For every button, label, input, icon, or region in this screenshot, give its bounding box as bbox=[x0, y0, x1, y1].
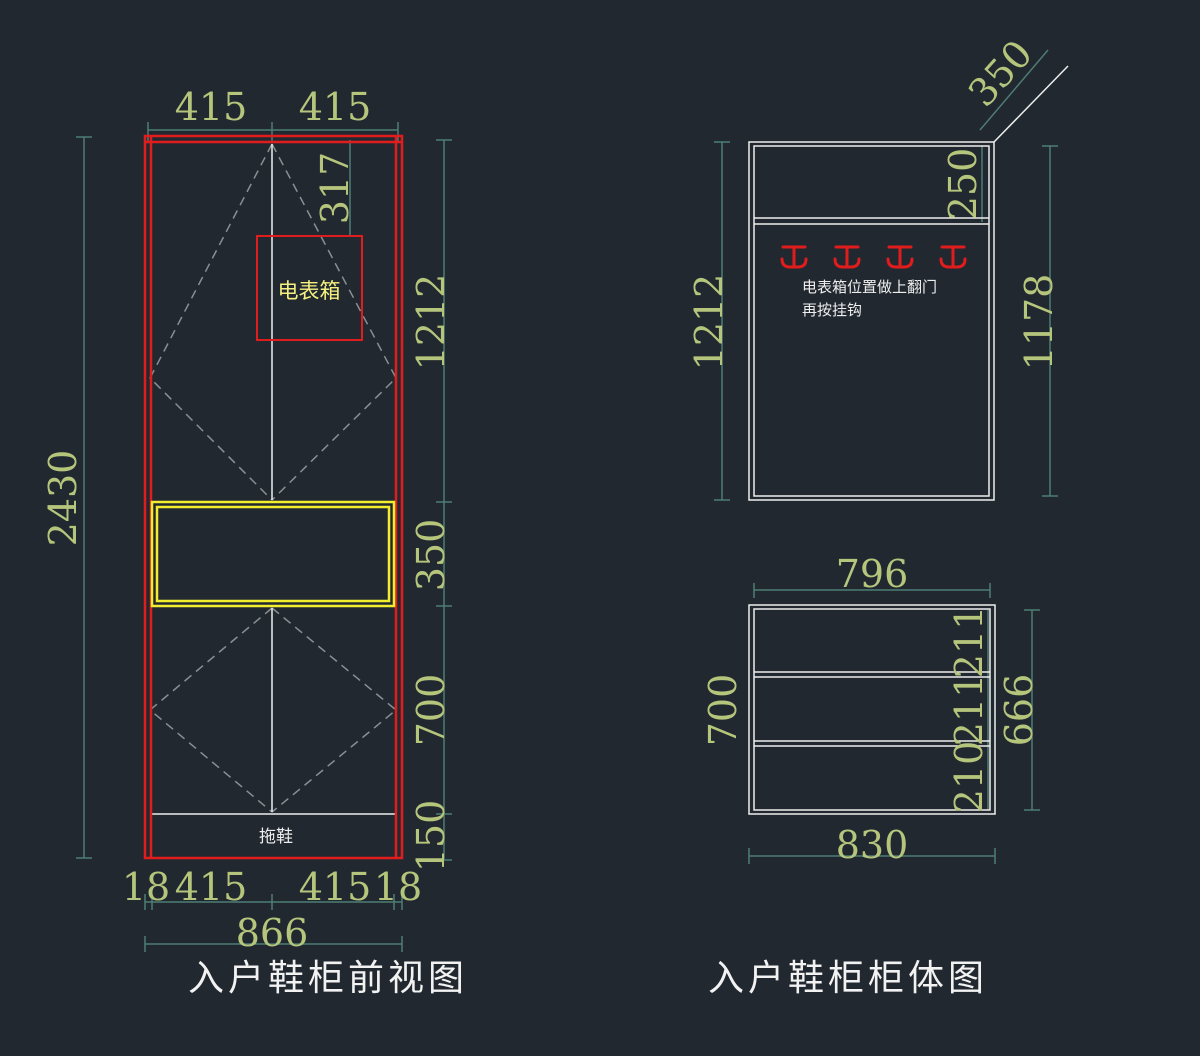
lower-cabinet-inner bbox=[753, 608, 991, 811]
front-dimension-lines bbox=[76, 122, 452, 952]
lower-right-door-swing bbox=[271, 607, 398, 813]
front-red-frame bbox=[143, 134, 404, 860]
upper-dimension-lines bbox=[714, 49, 1058, 501]
depth-dim-line bbox=[979, 49, 1049, 131]
open-niche-inner bbox=[155, 505, 391, 603]
front-top-dim-right: 415 bbox=[299, 85, 372, 129]
clothes-hooks bbox=[780, 245, 967, 269]
lower-dimension-lines bbox=[748, 583, 1040, 864]
front-right-dim-350: 350 bbox=[409, 519, 453, 592]
clothes-hook-icon bbox=[939, 245, 967, 269]
depth-projection-line bbox=[993, 65, 1069, 143]
lower-right-height: 666 bbox=[997, 674, 1041, 747]
upper-cabinet-outer bbox=[748, 141, 995, 501]
lower-cabinet bbox=[748, 604, 996, 815]
upper-note-line-2: 再按挂钩 bbox=[802, 301, 862, 319]
top-shelf-height: 250 bbox=[941, 148, 985, 221]
front-view: 电表箱 拖鞋 415 415 2430 1212 350 700 150 317… bbox=[41, 85, 468, 999]
front-dimension-texts: 415 415 2430 1212 350 700 150 317 18 415… bbox=[41, 85, 453, 955]
front-view-title: 入户鞋柜前视图 bbox=[188, 958, 468, 999]
meter-box bbox=[256, 235, 363, 341]
clothes-hook-icon bbox=[780, 245, 808, 269]
slipper-label: 拖鞋 bbox=[259, 827, 293, 847]
lower-top-width: 796 bbox=[836, 552, 909, 596]
upper-right-door-swing bbox=[271, 143, 397, 501]
lower-cabinet-outer bbox=[748, 604, 996, 815]
front-frame-outer bbox=[143, 134, 404, 860]
upper-cabinet bbox=[748, 141, 995, 501]
clothes-hook-icon bbox=[833, 245, 861, 269]
front-right-dim-700: 700 bbox=[409, 674, 453, 747]
front-bottom-dim-18-left: 18 bbox=[122, 865, 170, 909]
open-niche bbox=[150, 500, 396, 608]
shelf-dim-3: 210 bbox=[947, 741, 991, 814]
front-bottom-dim-415-left: 415 bbox=[175, 865, 248, 909]
upper-left-height: 1212 bbox=[687, 274, 731, 371]
lower-left-height: 700 bbox=[701, 674, 745, 747]
meter-box-label: 电表箱 bbox=[278, 279, 341, 303]
shelf-dim-2: 211 bbox=[947, 674, 991, 747]
upper-note-line-1: 电表箱位置做上翻门 bbox=[802, 278, 937, 296]
body-view-title: 入户鞋柜柜体图 bbox=[708, 958, 988, 999]
front-top-dim-left: 415 bbox=[175, 85, 248, 129]
front-total-width: 866 bbox=[236, 911, 309, 955]
meter-box-offset-dim: 317 bbox=[313, 152, 357, 225]
upper-right-height: 1178 bbox=[1017, 274, 1061, 371]
clothes-hook-icon bbox=[886, 245, 914, 269]
front-left-height: 2430 bbox=[41, 450, 85, 547]
front-right-dim-1212: 1212 bbox=[409, 274, 453, 371]
open-niche-outer bbox=[150, 500, 396, 608]
shelf-dim-1: 211 bbox=[947, 606, 991, 679]
lower-left-door-swing bbox=[148, 607, 273, 813]
front-bottom-dim-415-right: 415 bbox=[299, 865, 372, 909]
upper-cabinet-inner bbox=[753, 145, 990, 497]
lower-bottom-width: 830 bbox=[836, 823, 909, 867]
front-right-dim-150: 150 bbox=[409, 800, 453, 873]
front-bottom-dim-18-right: 18 bbox=[374, 865, 422, 909]
